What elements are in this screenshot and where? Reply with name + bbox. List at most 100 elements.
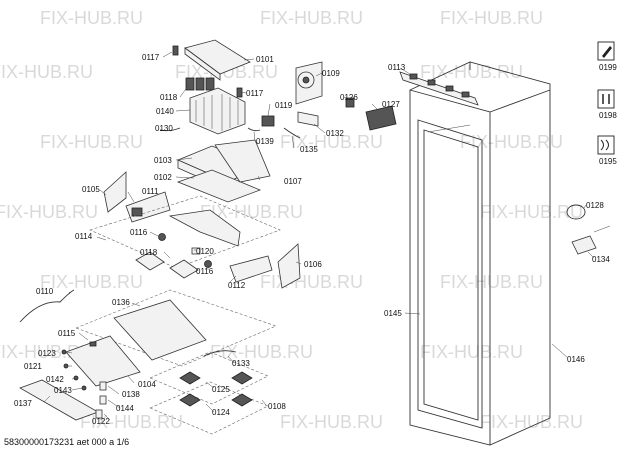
label-0121: 0121 bbox=[24, 362, 42, 371]
group-0114-outline bbox=[89, 195, 281, 269]
label-0118: 0118 bbox=[160, 93, 178, 102]
label-0108: 0108 bbox=[268, 402, 286, 411]
part-0117-screw bbox=[236, 87, 243, 98]
label-0116: 0116 bbox=[196, 267, 214, 276]
label-0112: 0112 bbox=[228, 281, 246, 290]
part-0112-bracket bbox=[229, 255, 273, 283]
label-0123: 0123 bbox=[38, 349, 56, 358]
part-0134-hinge bbox=[571, 235, 597, 255]
label-0113: 0113 bbox=[388, 63, 406, 72]
part-0133-cable bbox=[203, 350, 237, 357]
label-0127: 0127 bbox=[382, 100, 400, 109]
label-0134: 0134 bbox=[592, 255, 610, 264]
part-0132-duct bbox=[297, 111, 319, 127]
part-0117-screw bbox=[172, 45, 179, 56]
watermark: FIX-HUB.RU bbox=[280, 412, 383, 432]
part-0140-evaporator bbox=[189, 87, 246, 135]
part-0115-clip bbox=[89, 341, 97, 347]
watermark: FIX-HUB.RU bbox=[80, 412, 183, 432]
label-0146: 0146 bbox=[567, 355, 585, 364]
part-0126-switch bbox=[345, 97, 355, 108]
part-0143-screw bbox=[81, 385, 87, 391]
label-0132: 0132 bbox=[326, 129, 344, 138]
label-0199: 0199 bbox=[599, 63, 617, 72]
tools-icon bbox=[597, 89, 615, 109]
label-0142: 0142 bbox=[46, 375, 64, 384]
part-0116-screw bbox=[158, 233, 166, 241]
label-0145: 0145 bbox=[384, 309, 402, 318]
watermark: FIX-HUB.RU bbox=[260, 8, 363, 28]
watermark: FIX-HUB.RU bbox=[280, 132, 383, 152]
label-0115: 0115 bbox=[58, 329, 76, 338]
watermark: FIX-HUB.RU bbox=[440, 272, 543, 292]
label-0111: 0111 bbox=[142, 187, 159, 196]
part-0130-wire bbox=[159, 127, 181, 132]
leader-lines bbox=[43, 51, 595, 421]
watermark: FIX-HUB.RU bbox=[420, 62, 523, 82]
wrench-icon-shape bbox=[602, 46, 612, 58]
label-0114: 0114 bbox=[75, 232, 93, 241]
grease-icon bbox=[597, 135, 615, 155]
watermark: FIX-HUB.RU bbox=[460, 132, 563, 152]
part-0109-fan bbox=[295, 61, 323, 105]
label-0117: 0117 bbox=[246, 89, 264, 98]
part-0105-bracket bbox=[103, 171, 127, 213]
part-0127-panel bbox=[365, 105, 397, 131]
watermark: FIX-HUB.RU bbox=[40, 272, 143, 292]
label-0101: 0101 bbox=[256, 55, 274, 64]
part-0119-module bbox=[261, 115, 275, 127]
part-0121-screw bbox=[63, 363, 69, 369]
label-0105: 0105 bbox=[82, 185, 100, 194]
label-0133: 0133 bbox=[232, 359, 250, 368]
label-0130: 0130 bbox=[155, 124, 173, 133]
watermark: FIX-HUB.RU bbox=[480, 202, 583, 222]
part-0114-channel bbox=[168, 209, 241, 247]
watermark: FIX-HUB.RU bbox=[200, 202, 303, 222]
cabinet-housing bbox=[409, 61, 551, 446]
watermark: FIX-HUB.RU bbox=[175, 62, 278, 82]
label-0119: 0119 bbox=[275, 101, 293, 110]
part-0123-screw bbox=[61, 349, 67, 355]
watermark: FIX-HUB.RU bbox=[40, 8, 143, 28]
watermark: FIX-HUB.RU bbox=[0, 62, 93, 82]
part-0138-knob bbox=[99, 381, 107, 391]
part-0106-bracket bbox=[277, 243, 301, 289]
part-0136-housing bbox=[113, 299, 207, 361]
part-0120-holder bbox=[191, 247, 201, 255]
label-0120: 0120 bbox=[196, 247, 214, 256]
label-0103: 0103 bbox=[154, 156, 172, 165]
label-0109: 0109 bbox=[322, 69, 340, 78]
label-0116: 0116 bbox=[130, 228, 148, 237]
label-0106: 0106 bbox=[304, 260, 322, 269]
watermark: FIX-HUB.RU bbox=[480, 412, 583, 432]
watermark: FIX-HUB.RU bbox=[420, 342, 523, 362]
part-0139-sensor bbox=[247, 127, 261, 132]
part-foot bbox=[135, 251, 165, 271]
part-0103-tray bbox=[176, 139, 271, 203]
part-0111-lamp-unit bbox=[125, 191, 171, 223]
part-0124-pad bbox=[231, 393, 253, 407]
document-id-footer: 58300000173231 aet 000 a 1/6 bbox=[4, 437, 129, 447]
label-0143: 0143 bbox=[54, 386, 72, 395]
label-0102: 0102 bbox=[154, 173, 172, 182]
part-foot bbox=[169, 259, 199, 279]
label-0125: 0125 bbox=[212, 385, 230, 394]
icon-column bbox=[597, 41, 615, 155]
part-0125-pad bbox=[179, 371, 201, 385]
part-0144-knob bbox=[99, 395, 107, 405]
label-0136: 0136 bbox=[112, 298, 130, 307]
label-0117: 0117 bbox=[142, 53, 160, 62]
label-0126: 0126 bbox=[340, 93, 358, 102]
watermark: FIX-HUB.RU bbox=[440, 8, 543, 28]
part-0122-knob bbox=[95, 409, 103, 419]
part-0110-cable bbox=[19, 289, 75, 323]
label-0137: 0137 bbox=[14, 399, 32, 408]
watermark: FIX-HUB.RU bbox=[0, 342, 93, 362]
group-0136-outline bbox=[75, 289, 277, 367]
label-0198: 0198 bbox=[599, 111, 617, 120]
watermark: FIX-HUB.RU bbox=[40, 132, 143, 152]
label-0195: 0195 bbox=[599, 157, 617, 166]
label-0139: 0139 bbox=[256, 137, 274, 146]
label-0104: 0104 bbox=[138, 380, 156, 389]
